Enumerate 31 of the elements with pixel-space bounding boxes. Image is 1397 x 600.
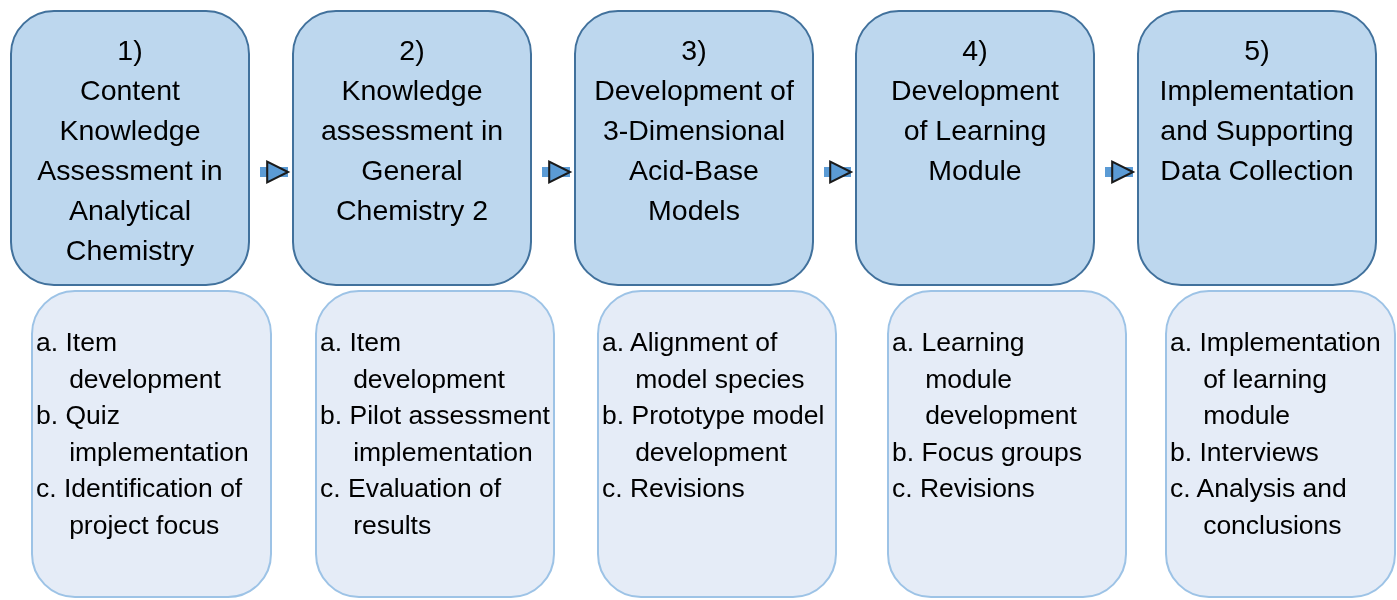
arrow bbox=[824, 160, 853, 184]
task-list-panel bbox=[31, 290, 272, 598]
step-number: 1) bbox=[116, 33, 144, 68]
stage-title: Development of Learning Module bbox=[890, 73, 1060, 188]
arrow bbox=[542, 160, 572, 184]
stage-box bbox=[855, 10, 1095, 286]
task-item: b. Interviews bbox=[1170, 435, 1320, 469]
stage-title: Development of 3-Dimensional Acid-Base Models bbox=[593, 73, 795, 228]
stage-box bbox=[10, 10, 250, 286]
stage-box bbox=[574, 10, 814, 286]
task-item: b. Focus groups bbox=[892, 435, 1084, 469]
task-list-panel bbox=[887, 290, 1127, 598]
step-number: 4) bbox=[961, 33, 989, 68]
task-list-panel bbox=[597, 290, 837, 598]
step-number: 5) bbox=[1243, 33, 1271, 68]
task-list-panel bbox=[1165, 290, 1396, 598]
task-item: c. Revisions bbox=[602, 472, 746, 505]
task-item: c. Evaluation of results bbox=[320, 472, 503, 542]
task-list-panel bbox=[315, 290, 555, 598]
step-number: 3) bbox=[680, 33, 708, 68]
task-item: c. Revisions bbox=[892, 472, 1036, 505]
stage-title: Content Knowledge Assessment in Analytical Chemistry bbox=[36, 73, 224, 268]
stage-box bbox=[1137, 10, 1377, 286]
stage-title: Implementation and Supporting Data Collection bbox=[1158, 73, 1356, 188]
arrow bbox=[1105, 160, 1135, 184]
arrow bbox=[260, 160, 290, 184]
stage-box bbox=[292, 10, 532, 286]
stage-title: Knowledge assessment in General Chemistry 2 bbox=[319, 73, 505, 228]
task-item: c. Analysis and conclusions bbox=[1170, 472, 1348, 542]
step-number: 2) bbox=[398, 33, 426, 68]
task-item: c. Identification of project focus bbox=[36, 472, 244, 542]
